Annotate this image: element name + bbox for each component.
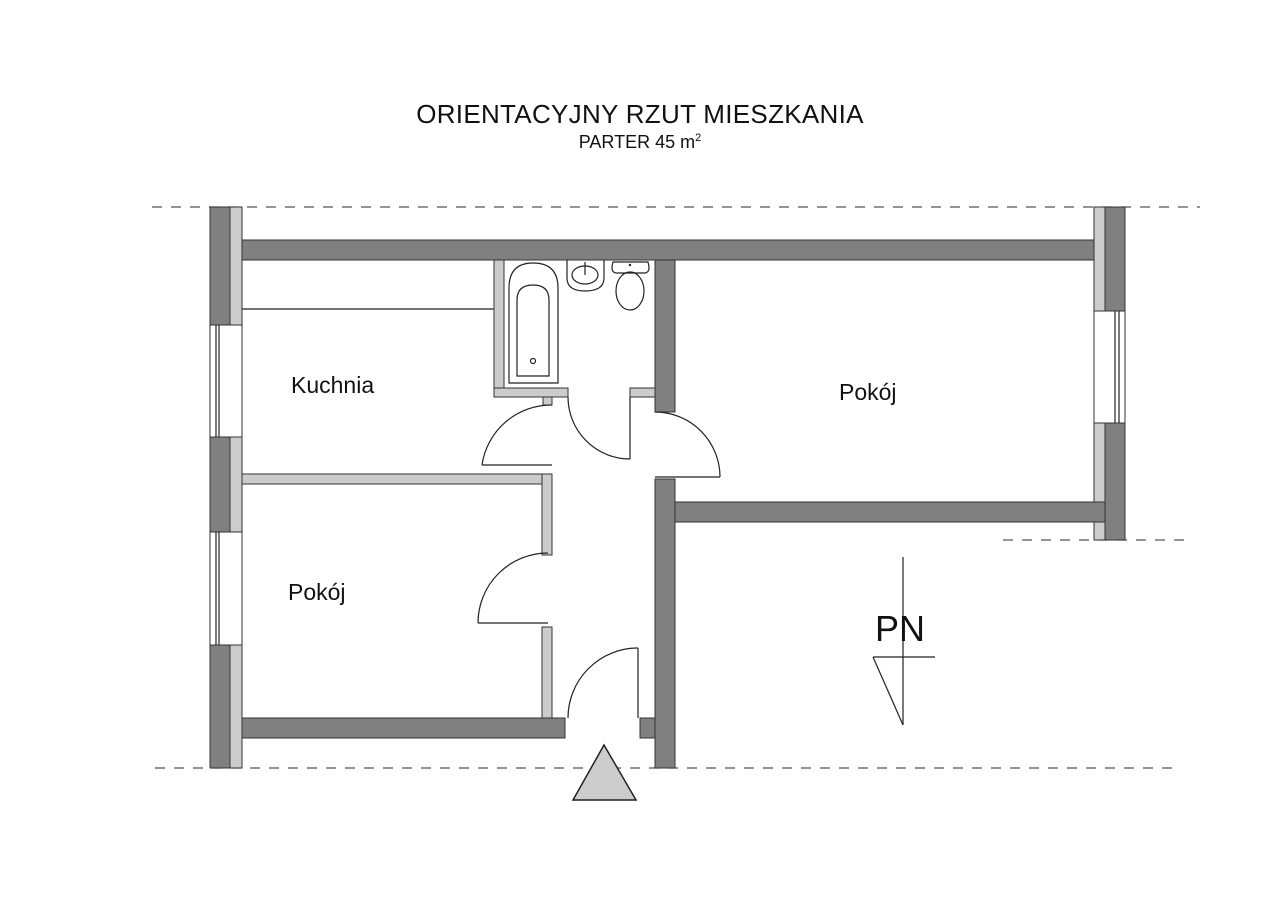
plan-subtitle: PARTER 45 m2 <box>0 132 1280 153</box>
level-marker-symbol <box>872 557 935 726</box>
subtitle-superscript: 2 <box>695 132 702 144</box>
right-room-bottom-wall <box>674 501 1106 523</box>
window-right-room <box>1093 310 1126 424</box>
entry-wall-stub <box>639 717 656 739</box>
room-label-kitchen: Kuchnia <box>291 372 374 398</box>
bathroom-walls <box>493 259 656 406</box>
left-exterior-wall <box>209 206 243 769</box>
window-left-room <box>209 531 243 646</box>
hallway-right-wall <box>654 478 676 769</box>
room-label-left-room: Pokój <box>288 579 346 605</box>
entrance-door[interactable] <box>567 647 639 719</box>
subtitle-text: PARTER 45 m <box>578 132 696 152</box>
bottom-wall <box>241 717 566 739</box>
hall-partition-upper <box>541 473 553 556</box>
toilet-icon <box>611 261 650 311</box>
bathroom-door[interactable] <box>567 396 631 460</box>
sink-icon <box>566 260 605 292</box>
bathtub-icon <box>508 262 559 384</box>
left-room-door[interactable] <box>477 552 549 624</box>
level-marker-label: PN <box>875 608 925 649</box>
bathroom-right-wall <box>654 259 676 413</box>
room-label-right-room: Pokój <box>839 379 897 405</box>
plan-title: ORIENTACYJNY RZUT MIESZKANIA <box>416 99 864 129</box>
kitchen-door[interactable] <box>481 404 553 466</box>
window-kitchen <box>209 324 243 438</box>
right-room-door[interactable] <box>654 411 721 478</box>
right-exterior-wall <box>1093 206 1126 541</box>
hall-partition-lower <box>541 626 553 719</box>
top-wall <box>241 239 1106 261</box>
entrance-arrow-icon <box>571 743 638 801</box>
kitchen-room-partition <box>241 473 553 485</box>
